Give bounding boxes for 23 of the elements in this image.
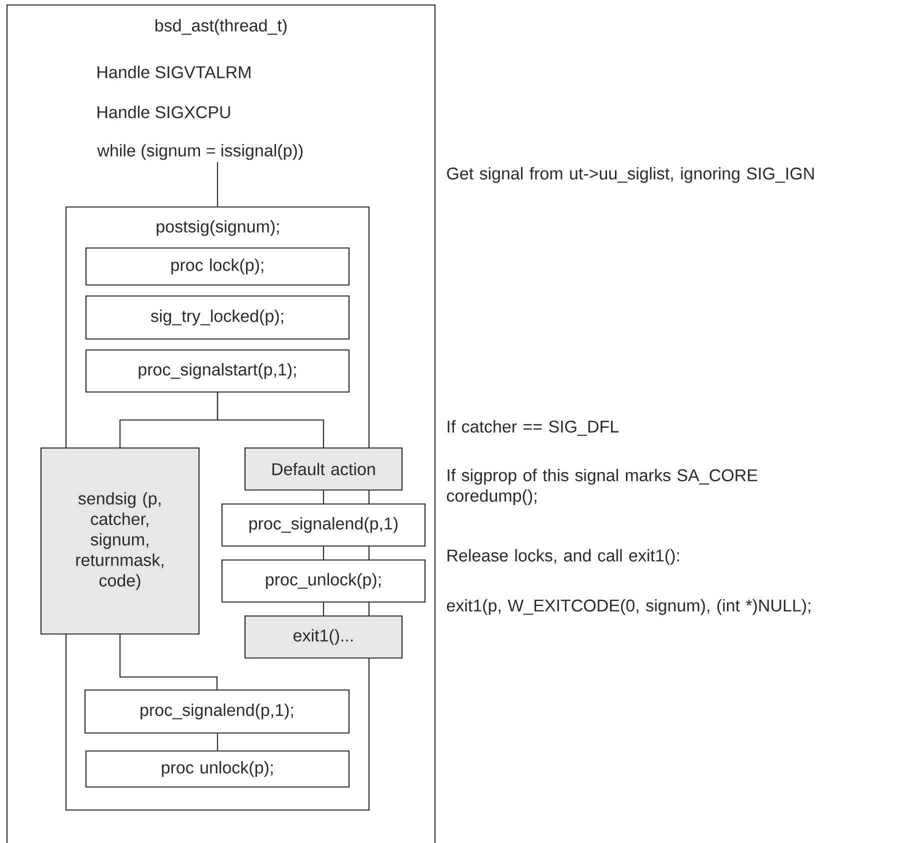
process-box: proc unlock(p); — [85, 750, 350, 788]
connector-line — [322, 602, 324, 616]
process-box: proc_signalend(p,1) — [221, 503, 426, 547]
code-text: while (signum = issignal(p)) — [97, 144, 303, 160]
action-box: sendsig (p, catcher, signum, returnmask, code) — [40, 447, 200, 635]
connector-line — [216, 392, 324, 448]
action-box: exit1()... — [244, 615, 403, 659]
process-box: proc_signalstart(p,1); — [85, 349, 350, 393]
process-box: sig_try_locked(p); — [85, 295, 350, 340]
action-box: Default action — [244, 447, 403, 491]
annotation: If sigprop of this signal marks SA_CORE coredump(); — [446, 468, 758, 506]
process-box: proc_unlock(p); — [221, 559, 426, 603]
annotation: Get signal from ut->uu_siglist, ignoring SIG_IGN — [447, 167, 814, 183]
connector-line — [119, 634, 218, 690]
connector-line — [216, 734, 218, 750]
process-box: proc lock(p); — [85, 247, 350, 286]
connector-line — [322, 490, 324, 504]
annotation: exit1(p, W_EXITCODE(0, signum), (int *)NULL); — [446, 599, 810, 615]
connector-line — [216, 162, 218, 206]
connector-line — [322, 546, 324, 560]
annotation: If catcher == SIG_DFL — [448, 420, 619, 436]
annotation: Release locks, and call exit1(): — [448, 549, 679, 565]
process-box: proc_signalend(p,1); — [84, 689, 350, 734]
